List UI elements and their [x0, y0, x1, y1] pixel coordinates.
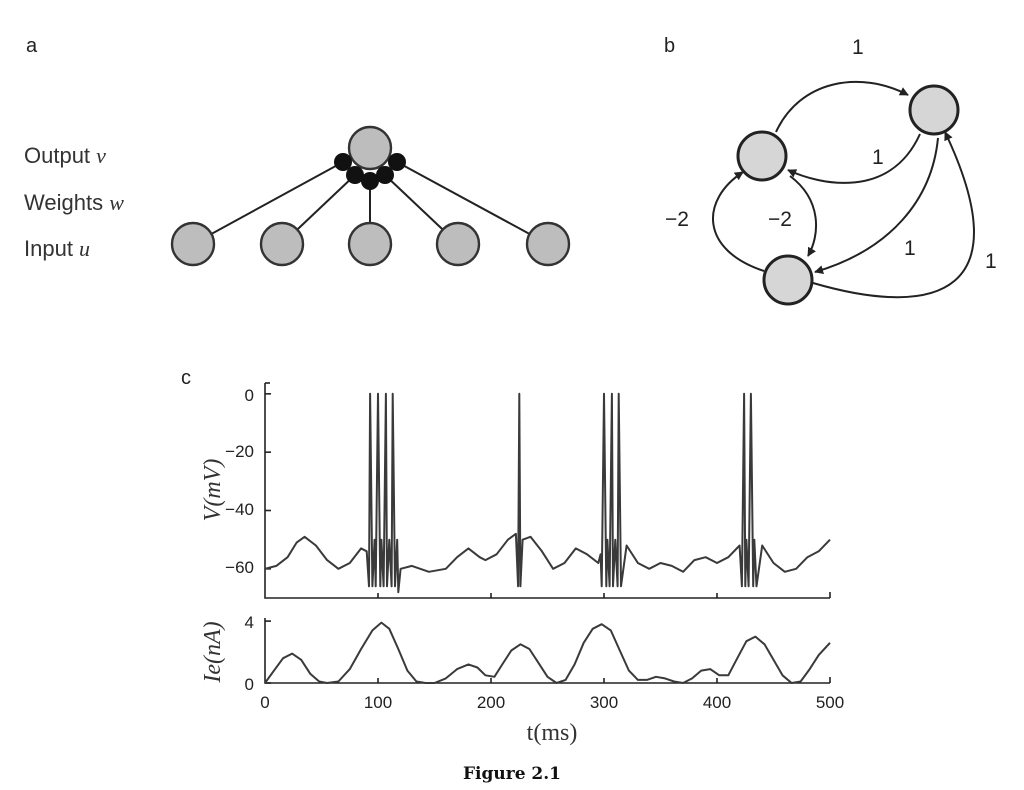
recurrent-neuron-right [908, 84, 960, 136]
edge-label: 1 [904, 237, 916, 260]
input-neuron [525, 221, 571, 267]
input-label: Input u [24, 236, 90, 261]
current-axis-lines [264, 618, 830, 684]
v-tick-label: −40 [225, 500, 254, 519]
panel-a-letter: a [26, 35, 38, 57]
panel-b-letter: b [664, 35, 675, 57]
edge-right-to-bottom [814, 137, 939, 275]
connection-line [192, 161, 344, 245]
time-axis-label: t(ms) [527, 720, 578, 746]
edge-label: −2 [665, 208, 689, 231]
edge-right-to-left [787, 133, 921, 184]
weights-label: Weights w [24, 190, 124, 215]
synapse-dot [361, 172, 379, 190]
panel-c-letter: c [181, 367, 191, 389]
x-tick-label: 0 [260, 693, 269, 712]
edge-bottom-to-left [712, 171, 765, 272]
v-tick-label: 0 [245, 386, 254, 405]
input-neuron [170, 221, 216, 267]
recurrent-neuron-left [736, 130, 788, 182]
recurrent-neuron-bottom [762, 254, 814, 306]
current-axis-label: Ie(nA) [200, 621, 226, 683]
i-tick-label: 4 [245, 613, 254, 632]
voltage-axes [264, 382, 831, 599]
synapse-dot [346, 166, 364, 184]
input-neuron [347, 221, 393, 267]
x-tick-label: 400 [703, 693, 731, 712]
panel-b: b 1 1 −2 −2 1 1 [664, 35, 997, 306]
edge-label: 1 [852, 36, 864, 59]
v-tick-label: −20 [225, 442, 254, 461]
input-neuron [435, 221, 481, 267]
panel-c: c 0 −20 −40 −60 4 0 0 100 200 300 400 50… [181, 367, 844, 746]
current-y-ticks [265, 620, 271, 684]
x-tick-label: 300 [590, 693, 618, 712]
edge-left-to-bottom [789, 175, 818, 257]
voltage-axis-label: V(mV) [200, 459, 226, 522]
synapse-dot [376, 166, 394, 184]
v-tick-label: −60 [225, 558, 254, 577]
x-tick-label: 100 [364, 693, 392, 712]
output-label: Output v [24, 143, 106, 168]
voltage-y-ticks [265, 393, 271, 570]
edge-label: 1 [985, 250, 997, 273]
current-trace [264, 621, 831, 684]
voltage-x-ticks [377, 593, 718, 598]
x-tick-label: 200 [477, 693, 505, 712]
output-neuron [347, 125, 393, 171]
input-neuron [259, 221, 305, 267]
connection-line [396, 161, 549, 245]
edge-label: 1 [872, 146, 884, 169]
weight-synapses [334, 153, 406, 190]
current-axes [264, 618, 831, 684]
figure-caption: Figure 2.1 [463, 764, 561, 784]
input-neurons [170, 221, 571, 267]
i-tick-label: 0 [245, 675, 254, 694]
voltage-axis-lines [264, 383, 830, 599]
synapse-dot [334, 153, 352, 171]
edge-bottom-to-right [812, 131, 975, 299]
current-x-ticks [377, 678, 718, 683]
edge-left-to-right [775, 80, 909, 133]
edge-label: −2 [768, 208, 792, 231]
synapse-dot [388, 153, 406, 171]
x-tick-label: 500 [816, 693, 844, 712]
panel-a: a Output v Weights w Input u [24, 35, 571, 267]
voltage-trace [264, 392, 831, 594]
